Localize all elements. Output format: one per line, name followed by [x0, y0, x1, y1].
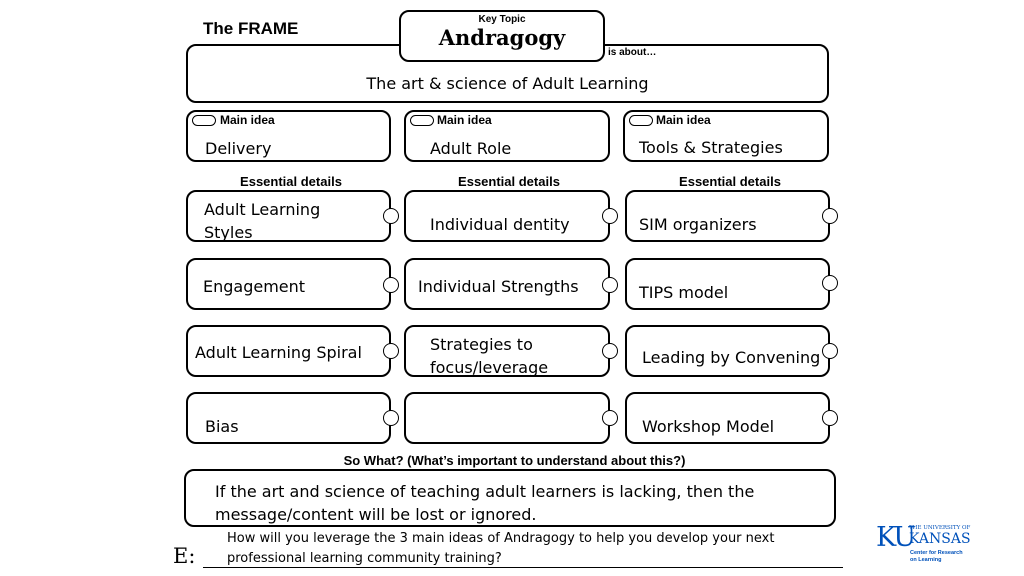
essential-details-label-1: Essential details — [240, 174, 342, 189]
key-topic-title: Andragogy — [438, 25, 566, 50]
detail-text: Individual Strengths — [418, 277, 579, 296]
ku-logo-line1: THE UNIVERSITY OF — [909, 525, 971, 531]
detail-text: Individual dentity — [430, 215, 570, 234]
main-idea-label: Main idea — [656, 113, 711, 127]
connector-circle-icon — [602, 277, 618, 293]
detail-box-c2-r4 — [404, 392, 610, 444]
detail-box-c2-r2: Individual Strengths — [404, 258, 610, 310]
extension-prefix: E: — [173, 544, 196, 568]
key-topic-box: Key Topic Andragogy — [399, 10, 605, 62]
connector-circle-icon — [602, 208, 618, 224]
detail-text: SIM organizers — [639, 215, 757, 234]
main-idea-box-2: Main idea Adult Role — [404, 110, 610, 162]
key-topic-label: Key Topic — [478, 14, 526, 25]
detail-box-c3-r2: TIPS model — [625, 258, 830, 310]
essential-details-label-3: Essential details — [679, 174, 781, 189]
connector-circle-icon — [822, 275, 838, 291]
ku-logo: KU THE UNIVERSITY OF KANSAS Center for R… — [876, 522, 986, 568]
detail-box-c3-r1: SIM organizers — [625, 190, 830, 242]
main-idea-pill-icon — [629, 115, 653, 126]
detail-text: Bias — [205, 417, 239, 436]
main-idea-box-1: Main idea Delivery — [186, 110, 391, 162]
connector-circle-icon — [383, 277, 399, 293]
extension-question: How will you leverage the 3 main ideas o… — [227, 531, 775, 566]
extension-answer-line — [203, 567, 843, 568]
is-about-text: The art & science of Adult Learning — [366, 74, 649, 93]
essential-details-label-2: Essential details — [458, 174, 560, 189]
connector-circle-icon — [822, 343, 838, 359]
detail-text: Strategies to focus/leverage — [430, 335, 549, 377]
detail-box-c3-r3: Leading by Convening — [625, 325, 830, 377]
detail-text: TIPS model — [639, 283, 729, 302]
ku-logo-line2: KANSAS — [909, 531, 971, 547]
ku-logo-line4: on Learning — [910, 557, 942, 563]
connector-circle-icon — [602, 343, 618, 359]
so-what-text: If the art and science of teaching adult… — [215, 482, 755, 524]
ku-logo-line3: Center for Research — [910, 550, 963, 556]
connector-circle-icon — [822, 410, 838, 426]
detail-box-c2-r3: Strategies to focus/leverage — [404, 325, 610, 377]
main-idea-pill-icon — [410, 115, 434, 126]
connector-circle-icon — [383, 410, 399, 426]
connector-circle-icon — [383, 208, 399, 224]
detail-box-c3-r4: Workshop Model — [625, 392, 830, 444]
ku-logo-initials: KU — [876, 522, 916, 553]
frame-title: The FRAME — [203, 19, 299, 38]
main-idea-text: Tools & Strategies — [639, 138, 783, 157]
connector-circle-icon — [383, 343, 399, 359]
detail-text: Engagement — [203, 277, 306, 296]
main-idea-label: Main idea — [437, 113, 492, 127]
main-idea-text: Delivery — [205, 139, 272, 158]
detail-box-c2-r1: Individual dentity — [404, 190, 610, 242]
main-idea-label: Main idea — [220, 113, 275, 127]
detail-text: Adult Learning Spiral — [195, 343, 362, 362]
so-what-label: So What? (What’s important to understand… — [343, 453, 686, 468]
detail-box-c1-r4: Bias — [186, 392, 391, 444]
detail-text: Workshop Model — [642, 417, 775, 436]
connector-circle-icon — [822, 208, 838, 224]
main-idea-pill-icon — [192, 115, 216, 126]
detail-text: Adult Learning Styles — [204, 200, 321, 242]
is-about-label: is about… — [608, 47, 657, 58]
detail-box-c1-r1: Adult Learning Styles — [186, 190, 391, 242]
detail-box-c1-r2: Engagement — [186, 258, 391, 310]
main-idea-box-3: Main idea Tools & Strategies — [623, 110, 829, 162]
detail-box-c1-r3: Adult Learning Spiral — [186, 325, 391, 377]
connector-circle-icon — [602, 410, 618, 426]
so-what-box: If the art and science of teaching adult… — [184, 469, 836, 527]
main-idea-text: Adult Role — [430, 139, 512, 158]
detail-text: Leading by Convening — [642, 348, 821, 367]
